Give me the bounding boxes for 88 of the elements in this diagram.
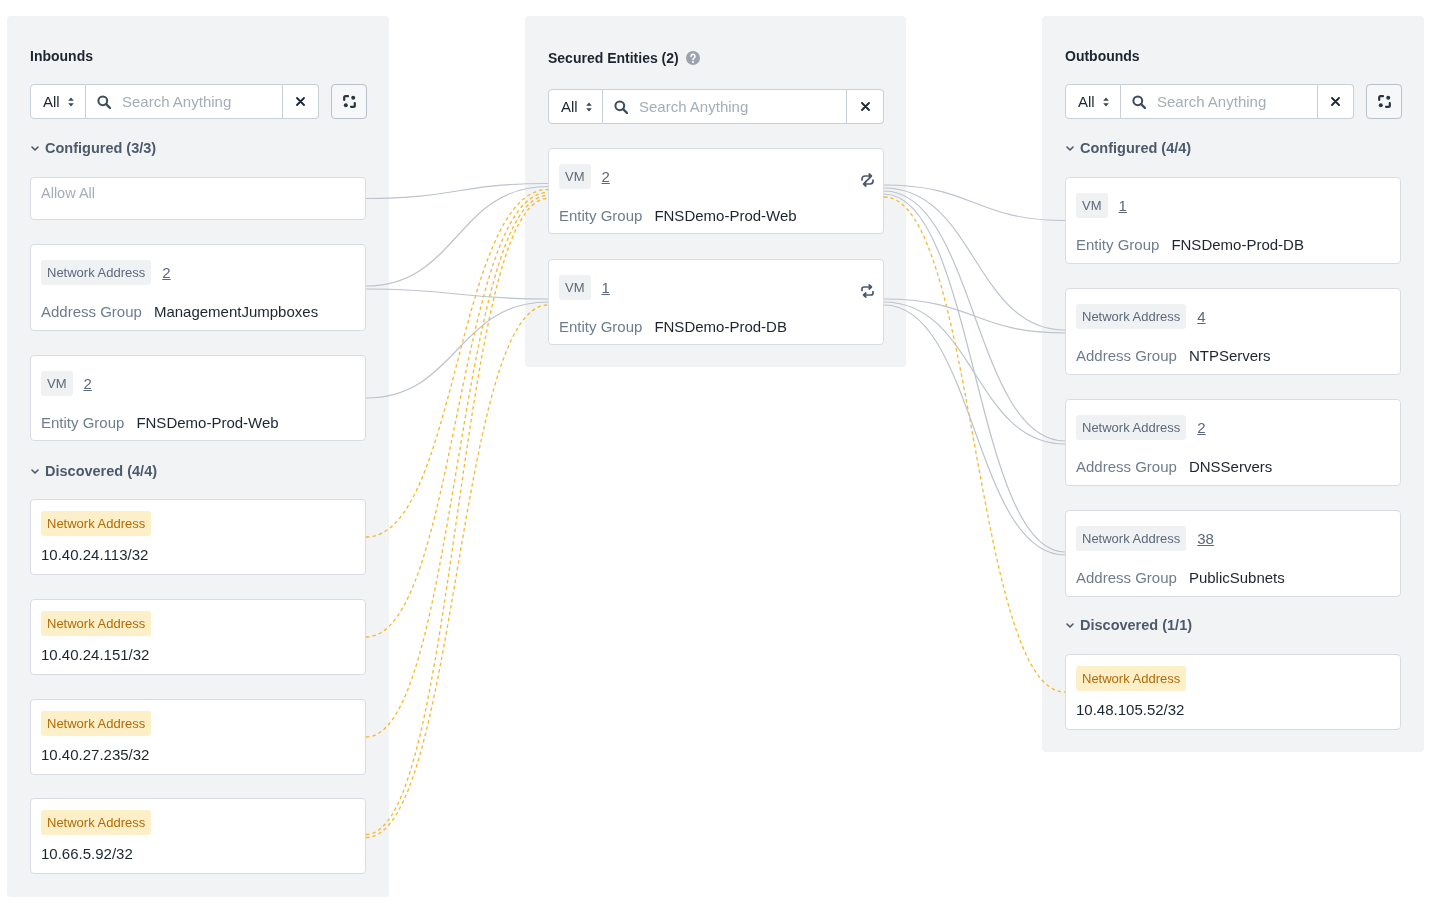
group-name: ManagementJumpboxes [153,303,319,321]
column-panel [7,16,389,897]
dashed-connector-curve [883,196,1066,693]
search-field: Search Anything [603,89,847,124]
type-tag: Network Address [1076,415,1187,440]
connector-curve [883,298,1066,334]
group-card [1065,510,1401,597]
group-name: FNSDemo-Prod-DB [1171,236,1304,254]
connector-curve [883,304,1066,556]
count-link: 2 [162,263,171,282]
group-type-label: Address Group [1076,347,1177,365]
group-type-label: Address Group [1076,569,1177,587]
search-field: Search Anything [1121,84,1318,119]
type-tag: Network Address [41,260,152,285]
type-tag: VM [559,164,591,189]
panel-title: Inbounds [30,47,93,65]
filter-select: All [30,84,86,119]
group-type-label: Address Group [1076,458,1177,476]
dashed-connector-curve [365,304,549,839]
group-card [30,499,366,575]
type-tag: Network Address [1076,526,1187,551]
connector-curve [883,193,1066,553]
count-link: 38 [1197,529,1214,548]
count-link: 2 [1197,418,1206,437]
connector-curve [365,185,549,287]
section-heading: Discovered (1/1) [1080,616,1193,634]
discovered-type-tag: Network Address [41,711,152,736]
group-card [1065,177,1401,264]
group-card [1065,399,1401,486]
group-type-label: Entity Group [1076,236,1160,254]
type-tag: VM [559,275,591,300]
group-card [1065,288,1401,375]
group-card [1065,654,1401,730]
group-card [30,798,366,874]
group-card [30,177,366,220]
section-heading: Configured (3/3) [45,139,157,157]
group-name: FNSDemo-Prod-Web [654,207,797,225]
group-card [30,599,366,675]
group-card [30,355,366,441]
discovered-type-tag: Network Address [41,611,152,636]
type-tag: Network Address [1076,304,1187,329]
count-link: 1 [1118,196,1127,215]
count-link: 1 [601,278,610,297]
ip-address: 10.40.24.113/32 [41,546,149,564]
connector-curve [883,187,1066,331]
group-type-label: Address Group [41,303,142,321]
ip-address: 10.48.105.52/32 [1076,701,1185,719]
group-name: FNSDemo-Prod-Web [136,414,279,432]
column-panel [1042,16,1424,752]
group-name: NTPServers [1188,347,1271,365]
count-link: 2 [601,167,610,186]
discovered-type-tag: Network Address [41,810,152,835]
group-name: FNSDemo-Prod-DB [654,318,787,336]
placeholder-text: Allow All [41,184,95,203]
ip-address: 10.66.5.92/32 [41,845,133,863]
group-type-label: Entity Group [559,318,643,336]
group-card [30,244,366,331]
panel-title: Secured Entities (2) [548,49,679,67]
column-panel [525,16,906,367]
discovered-type-tag: Network Address [1076,666,1187,691]
group-type-label: Entity Group [41,414,125,432]
group-card [548,259,884,345]
group-name: DNSServers [1188,458,1273,476]
count-link: 4 [1197,307,1206,326]
panel-title: Outbounds [1065,47,1140,65]
group-name: PublicSubnets [1188,569,1285,587]
group-card [30,699,366,775]
group-type-label: Entity Group [559,207,643,225]
type-tag: VM [1076,193,1108,218]
discovered-type-tag: Network Address [41,511,152,536]
connector-curve [365,301,549,399]
type-tag: VM [41,371,73,396]
ip-address: 10.40.24.151/32 [41,646,150,664]
connector-curve [883,190,1066,442]
dashed-connector-curve [365,188,549,538]
search-field: Search Anything [86,84,283,119]
filter-select: All [1065,84,1121,119]
connector-curve [365,182,549,200]
group-card [548,148,884,234]
dashed-connector-curve [365,197,549,836]
filter-select: All [548,89,603,124]
section-heading: Configured (4/4) [1080,139,1192,157]
section-heading: Discovered (4/4) [45,462,158,480]
connector-curve [883,184,1066,222]
count-link: 2 [83,374,92,393]
connector-curve [365,288,549,300]
connector-curve [883,301,1066,445]
ip-address: 10.40.27.235/32 [41,746,150,764]
